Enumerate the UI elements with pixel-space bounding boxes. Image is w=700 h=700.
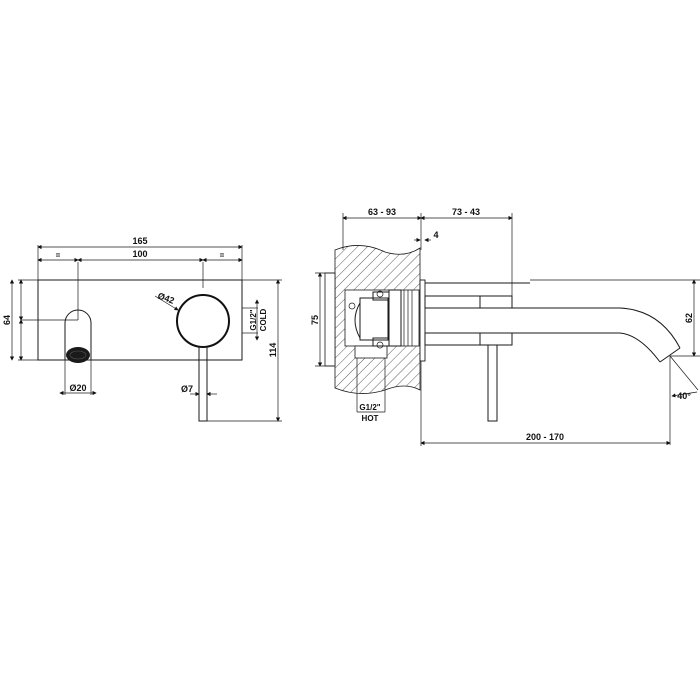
- dim-spout-drop: 62: [530, 279, 700, 357]
- svg-text:Ø42: Ø42: [156, 291, 175, 306]
- side-lever: [487, 344, 498, 422]
- dim-spout-angle: 40°: [669, 355, 699, 445]
- plate-profile: [419, 279, 426, 362]
- svg-text:40°: 40°: [677, 391, 691, 401]
- svg-text:COLD: COLD: [259, 308, 268, 331]
- dim-plate-thickness: 4: [414, 230, 439, 243]
- spout-profile: [424, 282, 681, 422]
- valve-body: [348, 289, 413, 349]
- svg-text:HOT: HOT: [362, 414, 379, 423]
- hot-connection-label: G1/2" HOT: [356, 358, 386, 423]
- svg-text:200 - 170: 200 - 170: [526, 432, 564, 442]
- svg-text:=: =: [56, 251, 61, 260]
- dim-spout-diameter: Ø20: [59, 360, 97, 396]
- svg-text:64: 64: [2, 315, 12, 325]
- dim-wall-depth: 63 - 93: [342, 207, 422, 250]
- svg-text:4: 4: [433, 230, 438, 240]
- dim-handle-diameter: Ø42: [154, 291, 179, 311]
- svg-text:Ø20: Ø20: [69, 383, 86, 393]
- dim-projection: 73 - 43: [420, 207, 513, 296]
- side-view: 63 - 93 73 - 43 4 75 G1/2" HOT: [310, 207, 700, 446]
- cold-connection-label: G1/2" COLD: [242, 299, 268, 341]
- svg-text:75: 75: [310, 315, 320, 325]
- dim-body-height: 75: [310, 272, 335, 367]
- dim-plate-height: 64: [2, 279, 78, 361]
- svg-text:=: =: [220, 251, 225, 260]
- aerator-icon: [66, 347, 90, 363]
- svg-text:G1/2": G1/2": [249, 309, 258, 330]
- front-view: 165 100 = = 64 Ø20: [2, 236, 282, 422]
- svg-text:G1/2": G1/2": [359, 403, 380, 412]
- valve-cavity: [344, 289, 420, 347]
- handle-knob: [176, 294, 230, 348]
- svg-text:Ø7: Ø7: [181, 384, 193, 394]
- backplate: [324, 272, 336, 367]
- dim-height-overall: 114: [207, 279, 282, 422]
- dim-center-distance: 100 = =: [37, 249, 243, 263]
- svg-text:62: 62: [684, 313, 694, 323]
- svg-text:114: 114: [268, 343, 278, 358]
- lever: [198, 346, 208, 422]
- svg-text:73 - 43: 73 - 43: [452, 207, 480, 217]
- svg-text:165: 165: [132, 236, 147, 246]
- dim-lever-diameter: Ø7: [181, 384, 217, 397]
- dim-spout-reach: 200 - 170: [420, 361, 671, 446]
- svg-text:63 - 93: 63 - 93: [368, 207, 396, 217]
- dim-overall-width: 165: [37, 236, 243, 282]
- svg-text:100: 100: [132, 249, 147, 259]
